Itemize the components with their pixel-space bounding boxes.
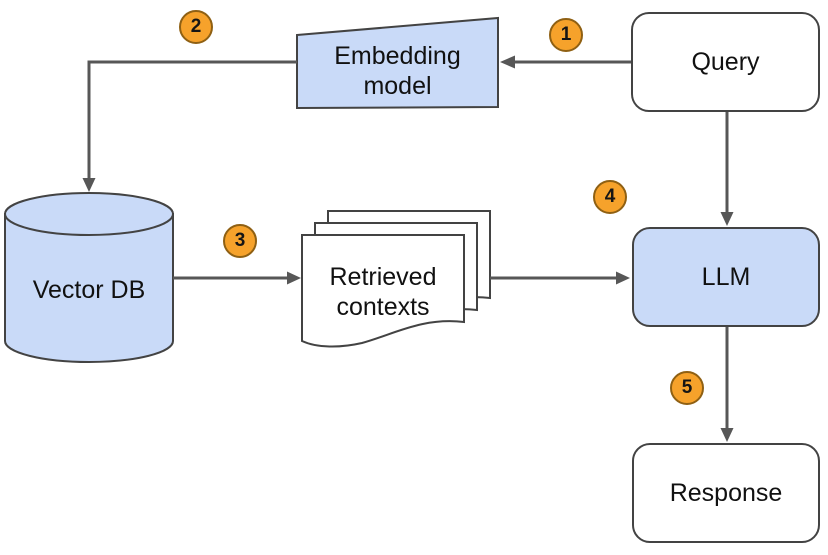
document-shape-front: [301, 234, 465, 348]
step-badge-2: 2: [179, 10, 213, 44]
embedding-model-shape: [296, 16, 499, 110]
node-llm: LLM: [632, 227, 820, 327]
arrowhead-query-to-embedding: [500, 55, 515, 69]
step-badge-4: 4: [593, 180, 627, 214]
arrowhead-vectordb-to-contexts: [287, 271, 301, 285]
arrowhead-query-to-llm: [720, 212, 734, 226]
node-query: Query: [631, 12, 820, 112]
arrowhead-embedding-to-vectordb: [82, 178, 96, 192]
step-badge-1: 1: [549, 18, 583, 52]
arrowhead-llm-to-response: [720, 428, 734, 442]
step-badge-5: 5: [670, 371, 704, 405]
node-response-label: Response: [669, 478, 783, 507]
step-badge-3: 3: [223, 224, 257, 258]
vector-db-cylinder-top: [4, 192, 174, 236]
arrow-embedding-to-vectordb: [87, 60, 297, 179]
node-response: Response: [632, 443, 820, 543]
arrowhead-contexts-to-llm: [616, 271, 630, 285]
vector-db-cylinder-body: [4, 213, 174, 363]
node-query-label: Query: [691, 47, 760, 76]
node-llm-label: LLM: [701, 262, 751, 291]
